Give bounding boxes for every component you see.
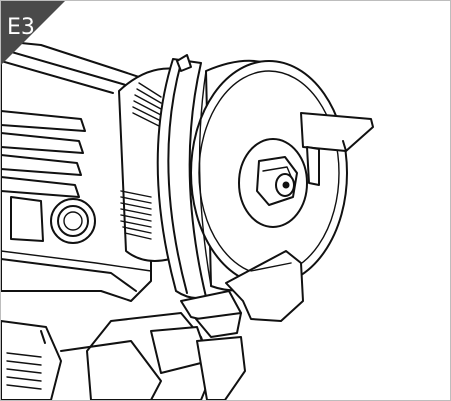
cooling-slots	[1, 110, 86, 242]
wheel-nut	[238, 138, 308, 228]
power-switch	[50, 198, 96, 244]
step-label: E3	[7, 15, 35, 40]
step-tag-background	[1, 1, 65, 65]
step-tag: E3	[1, 1, 65, 65]
base-bracket	[1, 250, 304, 400]
tool-rest	[300, 112, 374, 186]
